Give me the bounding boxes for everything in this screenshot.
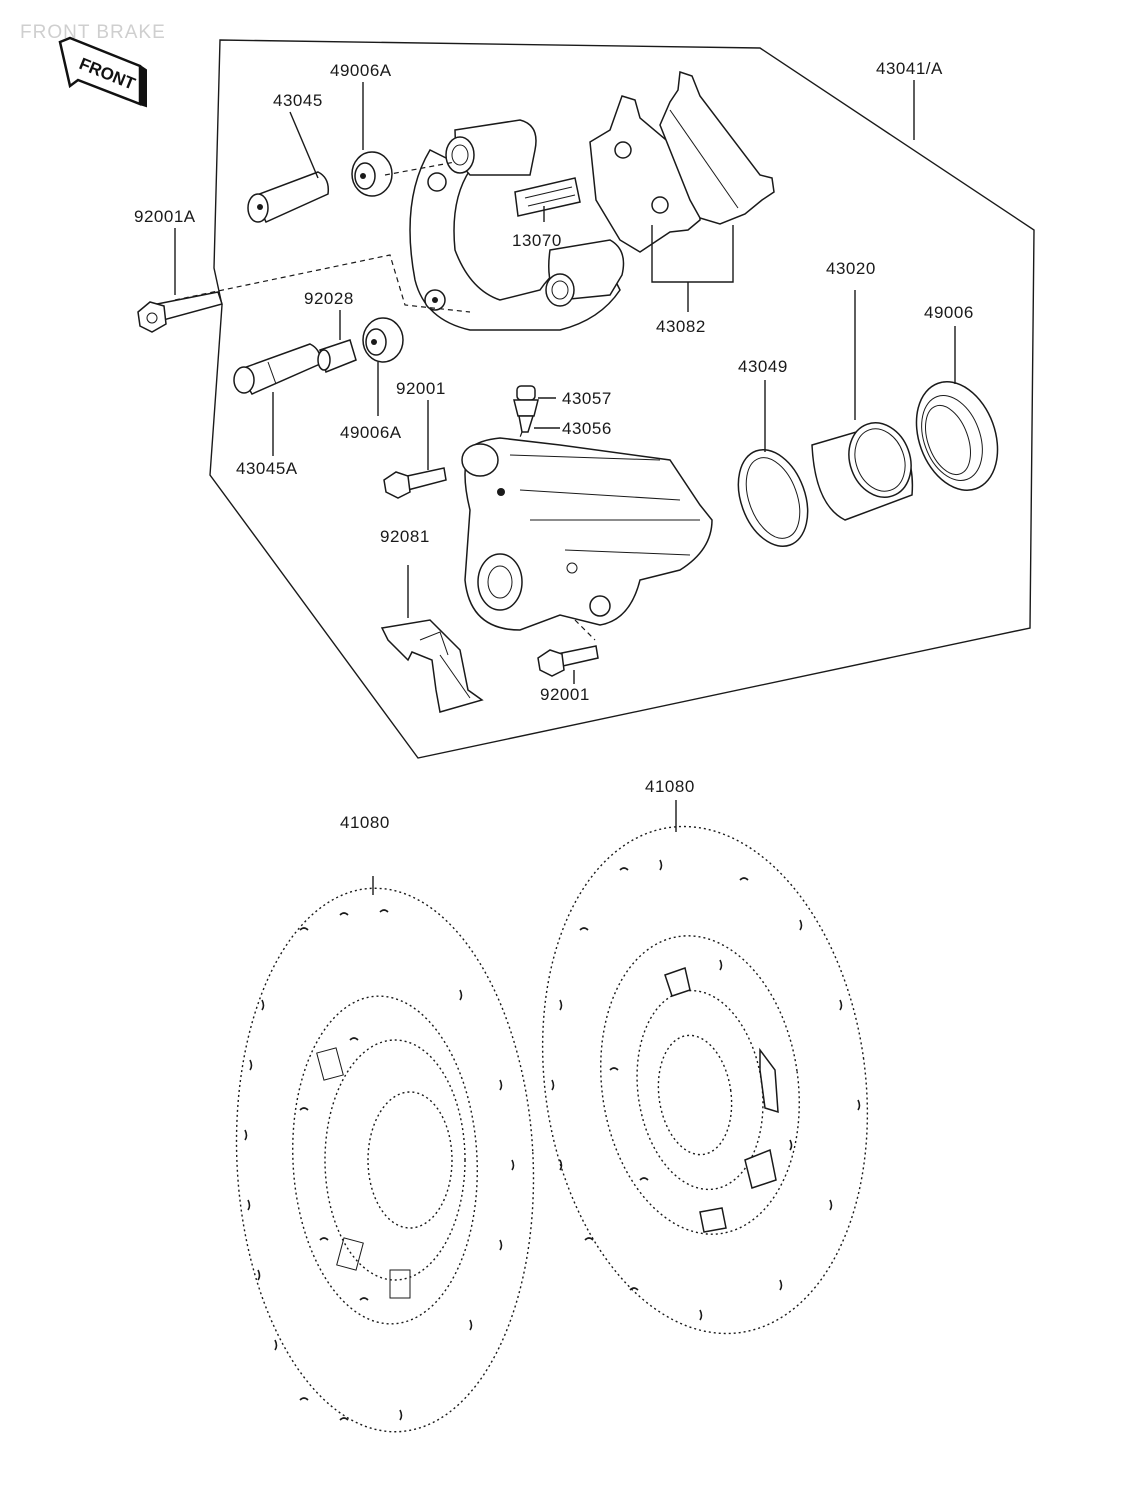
callout-bolt-a: 92001A [134, 207, 196, 226]
callout-disc-left: 41080 [340, 813, 390, 832]
callout-disc-right: 41080 [645, 777, 695, 796]
callout-boot-a-top: 49006A [330, 61, 392, 80]
caliper-body [461, 437, 713, 641]
callout-bolt-lower: 92001 [540, 685, 590, 704]
callout-bleed-cap: 43057 [562, 389, 612, 408]
dust-seal [915, 381, 999, 491]
pad-pin [247, 171, 330, 223]
caliper-bolt-lower [537, 645, 599, 677]
callout-bushing: 92028 [304, 289, 354, 308]
brake-disc-right [541, 825, 869, 1335]
brake-pad-pair [589, 70, 775, 253]
callout-pad-pin-a: 43045A [236, 459, 298, 478]
leader-lines [174, 80, 956, 895]
callout-seal: 43049 [738, 357, 788, 376]
callout-bleed-valve: 43056 [562, 419, 612, 438]
front-direction-icon: FRONT [58, 36, 147, 108]
callout-pad: 43082 [656, 317, 706, 336]
section-title: FRONT BRAKE [20, 22, 166, 43]
callout-piston: 43020 [826, 259, 876, 278]
brake-disc-left [235, 887, 535, 1433]
caliper-bolt-upper [383, 467, 447, 499]
callout-spring: 92081 [380, 527, 430, 546]
callout-assembly: 43041/A [876, 59, 943, 78]
caliper-piston [811, 422, 914, 521]
piston-seal [737, 449, 809, 547]
pin-boot-top [351, 151, 393, 197]
pin-boot-bottom [362, 317, 404, 363]
assembly-dash-line-top [384, 161, 456, 176]
pad-shim [514, 177, 581, 217]
assembly-boundary [209, 39, 1035, 759]
slide-bushing [317, 339, 357, 374]
mounting-bolt-a [137, 291, 223, 333]
caliper-bracket [409, 119, 625, 331]
callout-bolt-upper: 92001 [396, 379, 446, 398]
callout-dust-seal: 49006 [924, 303, 974, 322]
assembly-dash-line [174, 254, 471, 313]
callout-labels: 43041/A 49006A 43045 92001A 13070 92028 … [134, 59, 974, 832]
pad-pin-a [233, 343, 322, 395]
callout-shim: 13070 [512, 231, 562, 250]
callout-boot-a-bottom: 49006A [340, 423, 402, 442]
callout-pad-pin: 43045 [273, 91, 323, 110]
pad-spring [380, 619, 484, 713]
